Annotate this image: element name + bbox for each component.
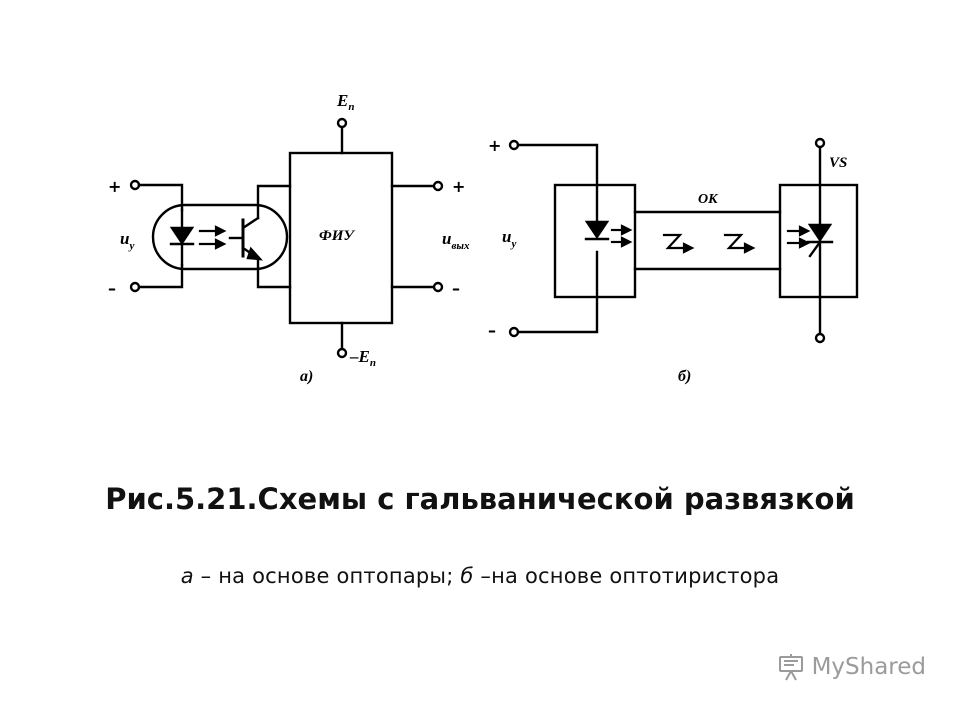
thyristor-top-terminal xyxy=(814,137,826,149)
presentation-board-icon xyxy=(778,654,803,681)
thyristor-icon xyxy=(806,223,834,258)
channel-label: ОК xyxy=(698,192,719,207)
light-arrows-icon xyxy=(198,225,227,250)
thyristor-label: VS xyxy=(829,155,847,171)
transistor-emitter-wire xyxy=(256,256,292,289)
diagram-a xyxy=(129,117,444,359)
output-label: uвых xyxy=(442,229,470,252)
caption-title: Рис.5.21.Схемы с гальванической развязко… xyxy=(105,482,855,516)
output-minus-terminal xyxy=(432,281,444,293)
figure-label-b: б) xyxy=(678,368,691,385)
caption-text-a: – на основе оптопары; xyxy=(193,564,461,588)
transistor-collector-wire xyxy=(256,184,292,220)
caption-part-b: б xyxy=(460,564,474,588)
emitter-box xyxy=(553,183,637,299)
input-plus-wire-a xyxy=(137,183,184,212)
watermark: MyShared xyxy=(776,652,926,682)
input-label-b: uу xyxy=(502,227,516,250)
input-minus-label-a: – xyxy=(108,279,116,298)
output-plus-terminal xyxy=(432,180,444,192)
supply-neg-label: –Eп xyxy=(349,347,376,369)
input-plus-wire-b xyxy=(516,143,599,222)
diagram-b xyxy=(508,137,859,344)
input-minus-wire-a xyxy=(137,263,184,289)
caption-part-a: а xyxy=(180,564,194,588)
input-minus-wire-b xyxy=(516,250,599,334)
input-plus-label-a: + xyxy=(108,177,121,196)
supply-neg-terminal xyxy=(336,347,348,359)
optocoupler-capsule xyxy=(151,203,289,271)
caption-text-b: –на основе оптотиристора xyxy=(473,564,780,588)
input-label-a: uу xyxy=(120,229,134,252)
supply-pos-label: Eп xyxy=(336,91,354,113)
supply-pos-terminal xyxy=(336,117,348,129)
figure-label-a: а) xyxy=(300,368,313,385)
light-arrows-icon-b xyxy=(610,224,633,248)
watermark-text: MyShared xyxy=(811,654,926,680)
light-arrows-icon-c xyxy=(786,225,811,249)
thyristor-box xyxy=(778,183,859,299)
light-beam-icon xyxy=(662,233,756,254)
led-icon-b xyxy=(584,220,610,241)
input-plus-label-b: + xyxy=(488,136,501,155)
phototransistor-icon xyxy=(228,216,263,261)
fiu-block-label: ФИУ xyxy=(319,228,355,244)
led-icon xyxy=(169,208,195,267)
thyristor-bottom-terminal xyxy=(814,332,826,344)
input-minus-label-b: – xyxy=(488,321,496,340)
output-minus-label: – xyxy=(452,279,460,298)
output-plus-label: + xyxy=(452,177,465,196)
caption-subtitle: а – на основе оптопары; б –на основе опт… xyxy=(0,564,960,588)
